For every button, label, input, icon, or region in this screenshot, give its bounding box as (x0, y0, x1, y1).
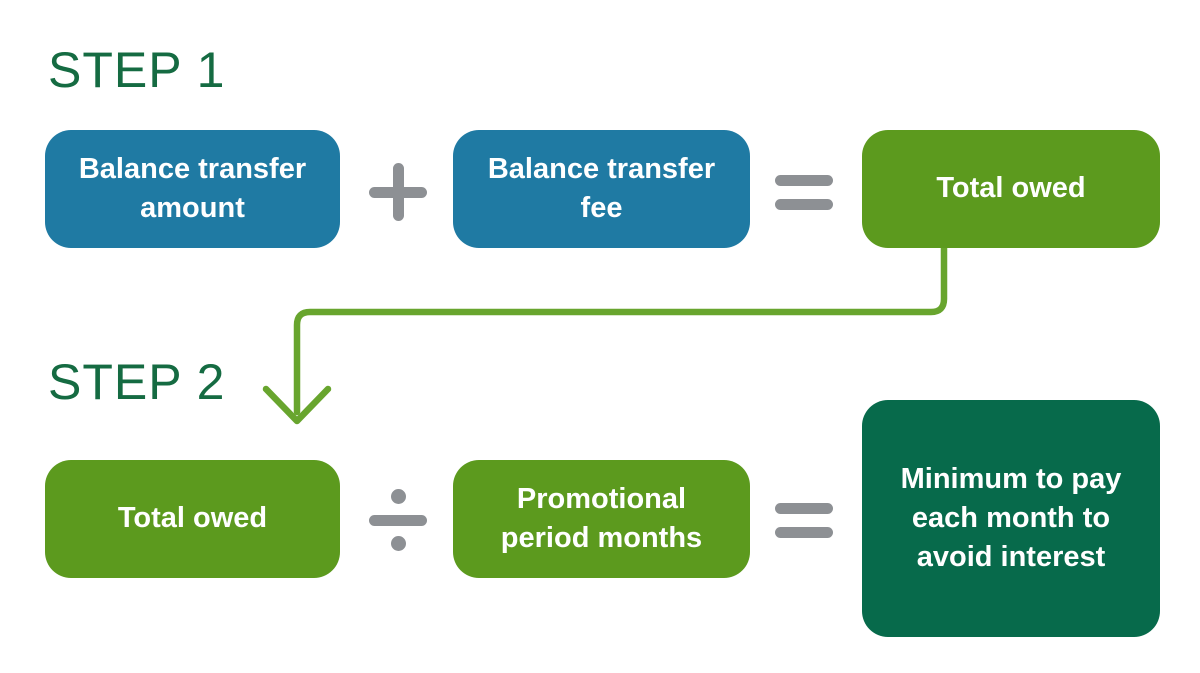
divide-icon-dot-bottom (390, 536, 406, 551)
equals-icon-bar-bottom (775, 527, 833, 538)
flow-arrow-head (262, 385, 332, 425)
box-minimum-payment-result-label: Minimum to pay each month to avoid inter… (900, 462, 1122, 574)
equals-icon (775, 503, 833, 538)
box-total-owed-step1: Total owed (862, 130, 1160, 248)
divide-icon (369, 489, 427, 551)
equals-icon-bar-bottom (775, 199, 833, 210)
box-balance-transfer-fee-label: Balance transfer fee (487, 152, 716, 224)
divide-icon-bar (369, 514, 427, 526)
flow-arrow-line (293, 244, 948, 416)
box-promotional-period-months: Promotional period months (453, 460, 750, 578)
plus-icon (369, 163, 427, 221)
box-minimum-payment-result: Minimum to pay each month to avoid inter… (862, 400, 1160, 637)
equals-icon-bar-top (775, 175, 833, 186)
equals-icon-bar-top (775, 503, 833, 514)
step1-heading: STEP 1 (48, 42, 226, 98)
plus-icon-bar-vertical (392, 163, 404, 221)
box-balance-transfer-amount: Balance transfer amount (45, 130, 340, 248)
divide-icon-dot-top (390, 489, 406, 504)
equals-icon (775, 175, 833, 210)
box-balance-transfer-amount-label: Balance transfer amount (78, 152, 307, 224)
box-promotional-period-months-label: Promotional period months (500, 482, 703, 554)
step2-heading: STEP 2 (48, 354, 226, 410)
box-total-owed-step1-label: Total owed (936, 172, 1086, 205)
box-balance-transfer-fee: Balance transfer fee (453, 130, 750, 248)
box-total-owed-step2-label: Total owed (117, 502, 268, 535)
box-total-owed-step2: Total owed (45, 460, 340, 578)
